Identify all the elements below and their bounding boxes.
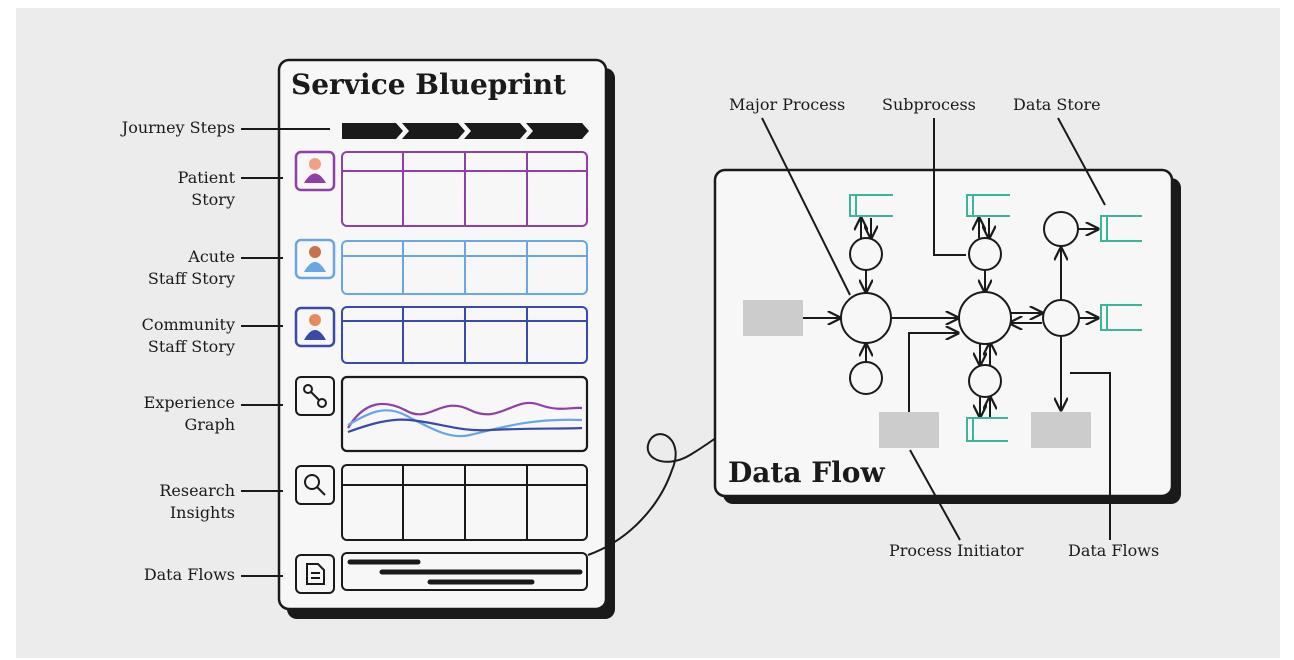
process-initiator-boxes <box>743 300 1091 448</box>
row-label-experience-graph: Experience Graph <box>143 393 235 434</box>
row-label-research-insights: Research Insights <box>159 481 235 522</box>
experience-graph-panel <box>340 375 589 453</box>
dataflow-lines <box>803 218 1098 417</box>
data-store-icon <box>1100 215 1142 242</box>
data-store-icons <box>849 194 1142 442</box>
major-process-node <box>840 292 892 344</box>
subprocess-node <box>849 361 883 395</box>
blueprint-card <box>277 58 608 611</box>
data-store-icon <box>1100 304 1142 331</box>
acute-staff-story-grid <box>341 240 588 295</box>
process-initiator-box <box>879 412 939 448</box>
row-label-patient-story: Patient Story <box>177 168 235 209</box>
dataflow-title: Data Flow <box>728 456 885 489</box>
major-process-node <box>958 291 1012 345</box>
subprocess-node <box>1042 299 1080 337</box>
process-circles <box>840 211 1080 398</box>
patient-story-grid <box>341 151 588 227</box>
subprocess-node <box>968 364 1002 398</box>
subprocess-node <box>849 237 883 271</box>
row-label-acute-staff-story: Acute Staff Story <box>147 247 235 288</box>
community-staff-story-grid <box>341 306 588 364</box>
callout-data-store: Data Store <box>1013 95 1101 114</box>
acute-staff-avatar-icon <box>294 238 336 280</box>
data-store-icon <box>966 194 1010 217</box>
row-label-community-staff-story: Community Staff Story <box>141 315 235 356</box>
magnifier-icon <box>295 465 335 505</box>
blueprint-to-dataflow-arrow <box>587 404 760 556</box>
process-initiator-box <box>1031 412 1091 448</box>
callout-major-process: Major Process <box>729 95 846 114</box>
research-insights-grid <box>341 464 588 541</box>
document-icon <box>295 554 335 594</box>
journey-steps-chevrons <box>342 123 589 139</box>
row-label-journey-steps: Journey Steps <box>121 118 235 137</box>
data-store-icon <box>966 417 1008 442</box>
blueprint-title: Service Blueprint <box>291 68 567 101</box>
row-label-connectors <box>241 128 330 577</box>
data-store-icon <box>849 194 893 217</box>
patient-avatar-icon <box>294 150 336 192</box>
callout-subprocess: Subprocess <box>882 95 976 114</box>
subprocess-node <box>968 237 1002 271</box>
row-label-data-flows: Data Flows <box>143 565 235 584</box>
callout-process-initiator: Process Initiator <box>889 541 1024 560</box>
subprocess-node <box>1043 211 1079 247</box>
community-staff-avatar-icon <box>294 306 336 348</box>
data-flows-panel <box>341 552 588 591</box>
callout-lines <box>761 117 1111 541</box>
graph-nodes-icon <box>295 376 335 416</box>
callout-data-flows: Data Flows <box>1068 541 1160 560</box>
process-initiator-box <box>743 300 803 336</box>
